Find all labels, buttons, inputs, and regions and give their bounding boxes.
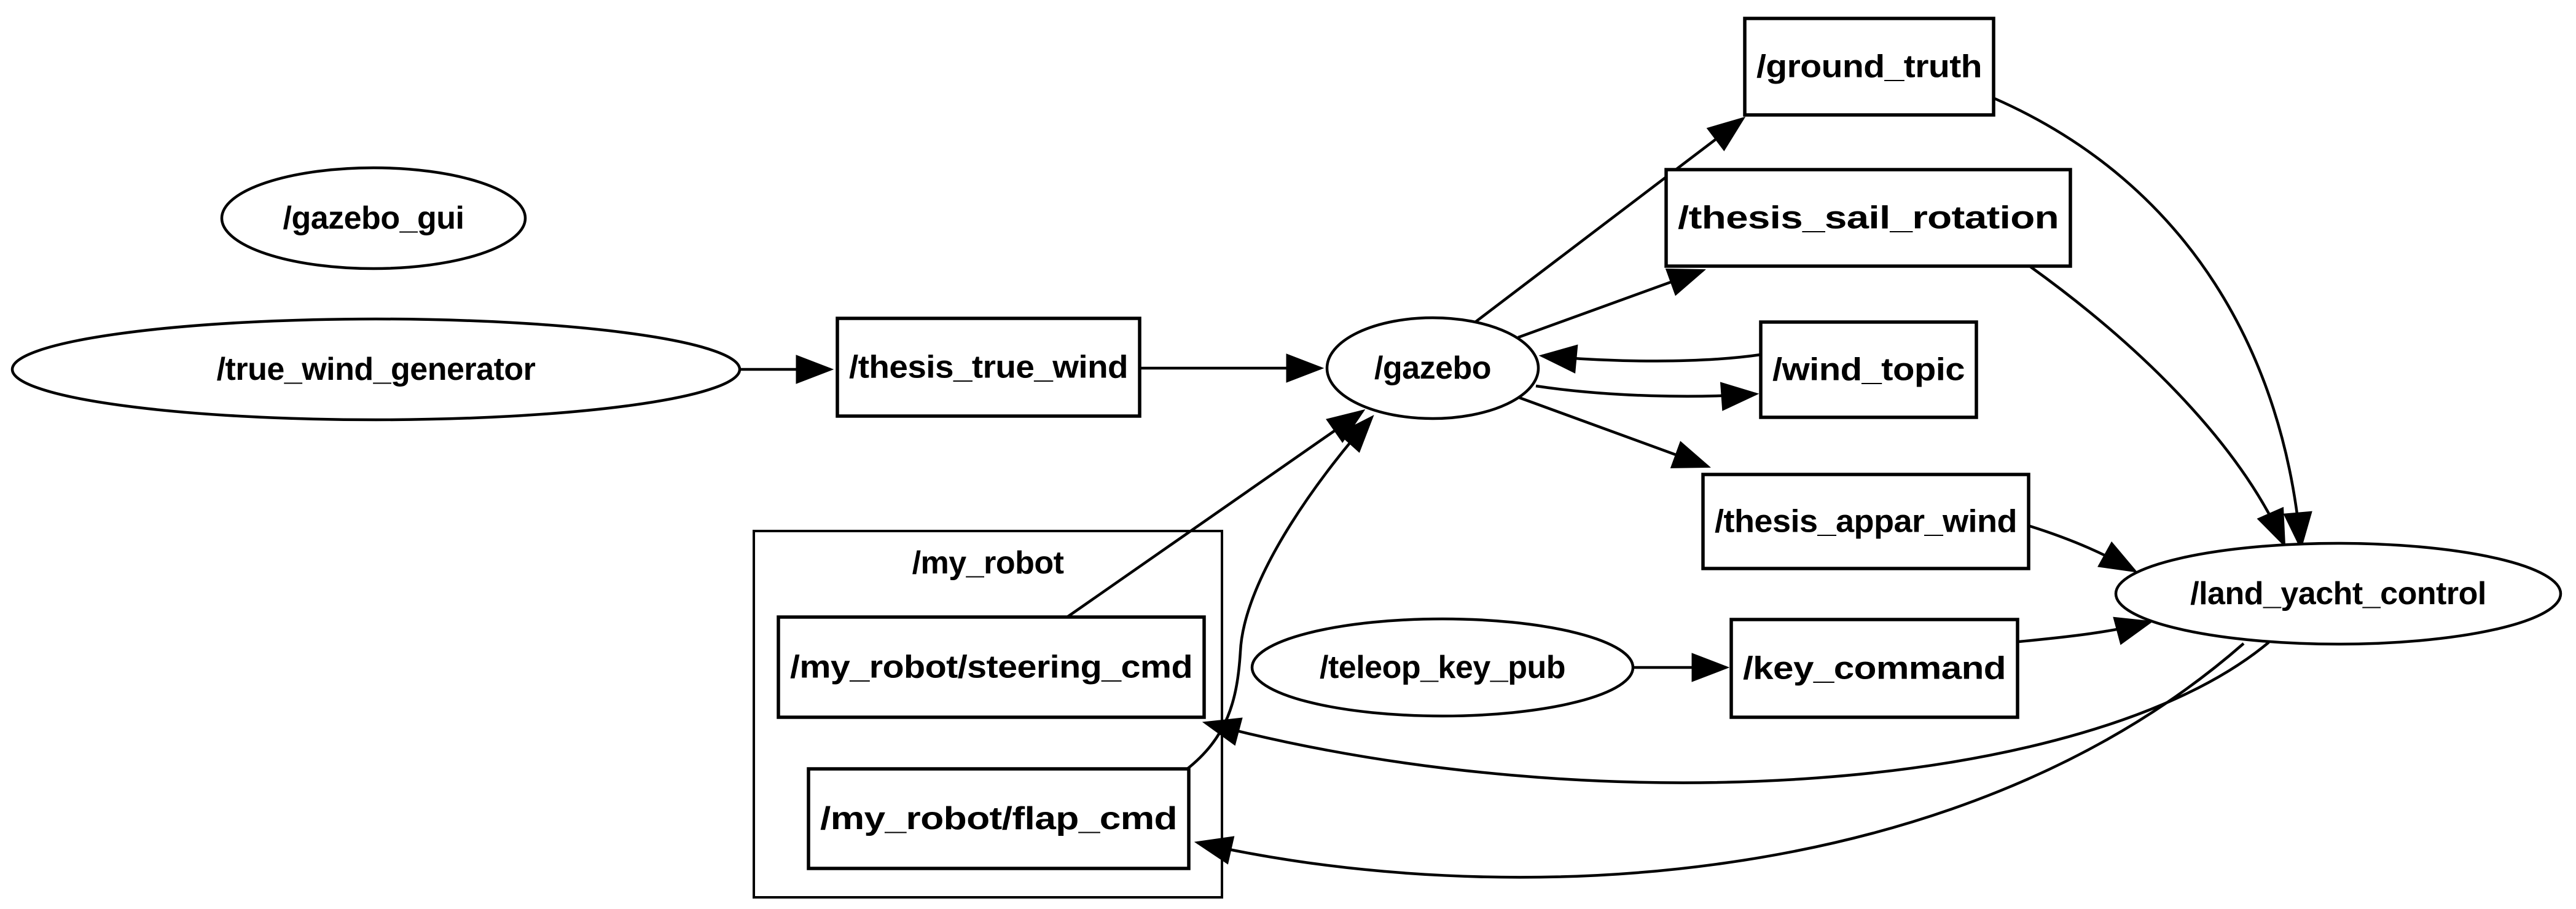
node-true-wind-generator: /true_wind_generator xyxy=(10,317,742,422)
node-label-thesis-appar-wind: /thesis_appar_wind xyxy=(1715,504,2017,540)
topic-shape-steering-cmd xyxy=(777,615,1206,719)
node-label-gazebo-gui: /gazebo_gui xyxy=(283,200,464,236)
node-shape-true-wind-generator xyxy=(10,317,742,422)
node-label-ground-truth: /ground_truth xyxy=(1756,49,1982,85)
edge-gazebo-to-thesis-sail-rotation xyxy=(1517,270,1703,339)
edge-wind-topic-to-gazebo xyxy=(1542,355,1761,361)
topic-shape-key-command xyxy=(1729,618,2019,719)
topic-shape-thesis-sail-rotation xyxy=(1664,168,2072,268)
topic-steering-cmd: /my_robot/steering_cmd xyxy=(777,615,1206,719)
node-label-wind-topic: /wind_topic xyxy=(1772,352,1965,388)
topic-shape-flap-cmd xyxy=(807,767,1191,870)
topic-thesis-sail-rotation: /thesis_sail_rotation xyxy=(1664,168,2072,268)
topic-key-command: /key_command xyxy=(1729,618,2019,719)
topic-ground-truth: /ground_truth xyxy=(1743,17,1995,117)
edge-land-yacht-control-to-flap-cmd xyxy=(1197,642,2245,879)
edge-thesis-sail-rotation-to-land-yacht-control xyxy=(2029,266,2284,545)
node-shape-gazebo xyxy=(1325,316,1540,420)
namespace-label-my-robot: /my_robot xyxy=(912,545,1064,581)
node-label-gazebo: /gazebo xyxy=(1374,350,1491,386)
node-land-yacht-control: /land_yacht_control xyxy=(2114,541,2562,646)
node-label-key-command: /key_command xyxy=(1743,651,2006,687)
edge-flap-cmd-to-gazebo xyxy=(1184,417,1372,771)
edge-gazebo-to-thesis-appar-wind xyxy=(1519,396,1708,466)
edge-gazebo-to-wind-topic xyxy=(1535,386,1756,396)
node-label-land-yacht-control: /land_yacht_control xyxy=(2190,576,2486,612)
node-label-steering-cmd: /my_robot/steering_cmd xyxy=(790,650,1192,685)
node-gazebo-gui: /gazebo_gui xyxy=(220,166,527,270)
node-shape-teleop-key-pub xyxy=(1250,617,1635,718)
node-label-flap-cmd: /my_robot/flap_cmd xyxy=(820,801,1177,836)
node-label-true-wind-generator: /true_wind_generator xyxy=(217,352,536,387)
topic-shape-wind-topic xyxy=(1759,320,1978,419)
node-label-teleop-key-pub: /teleop_key_pub xyxy=(1320,650,1565,685)
edge-thesis-appar-wind-to-land-yacht-control xyxy=(2029,524,2135,571)
namespace-box-my-robot xyxy=(753,530,1223,899)
node-gazebo: /gazebo xyxy=(1325,316,1540,420)
topic-shape-thesis-appar-wind xyxy=(1701,473,2030,570)
node-teleop-key-pub: /teleop_key_pub xyxy=(1250,617,1635,718)
topic-shape-ground-truth xyxy=(1743,17,1995,117)
edge-steering-cmd-to-gazebo xyxy=(1066,411,1363,618)
topic-shape-thesis-true-wind xyxy=(836,317,1141,418)
edge-key-command-to-land-yacht-control xyxy=(2018,622,2150,642)
topic-wind-topic: /wind_topic xyxy=(1759,320,1978,419)
topic-thesis-true-wind: /thesis_true_wind xyxy=(836,317,1141,418)
node-shape-land-yacht-control xyxy=(2114,541,2562,646)
topic-flap-cmd: /my_robot/flap_cmd xyxy=(807,767,1191,870)
edge-gazebo-to-ground-truth xyxy=(1473,119,1743,324)
node-shape-gazebo-gui xyxy=(220,166,527,270)
node-label-thesis-true-wind: /thesis_true_wind xyxy=(849,350,1128,385)
node-label-thesis-sail-rotation: /thesis_sail_rotation xyxy=(1678,200,2059,236)
topic-thesis-appar-wind: /thesis_appar_wind xyxy=(1701,473,2030,570)
edge-ground-truth-to-land-yacht-control xyxy=(1994,96,2301,547)
